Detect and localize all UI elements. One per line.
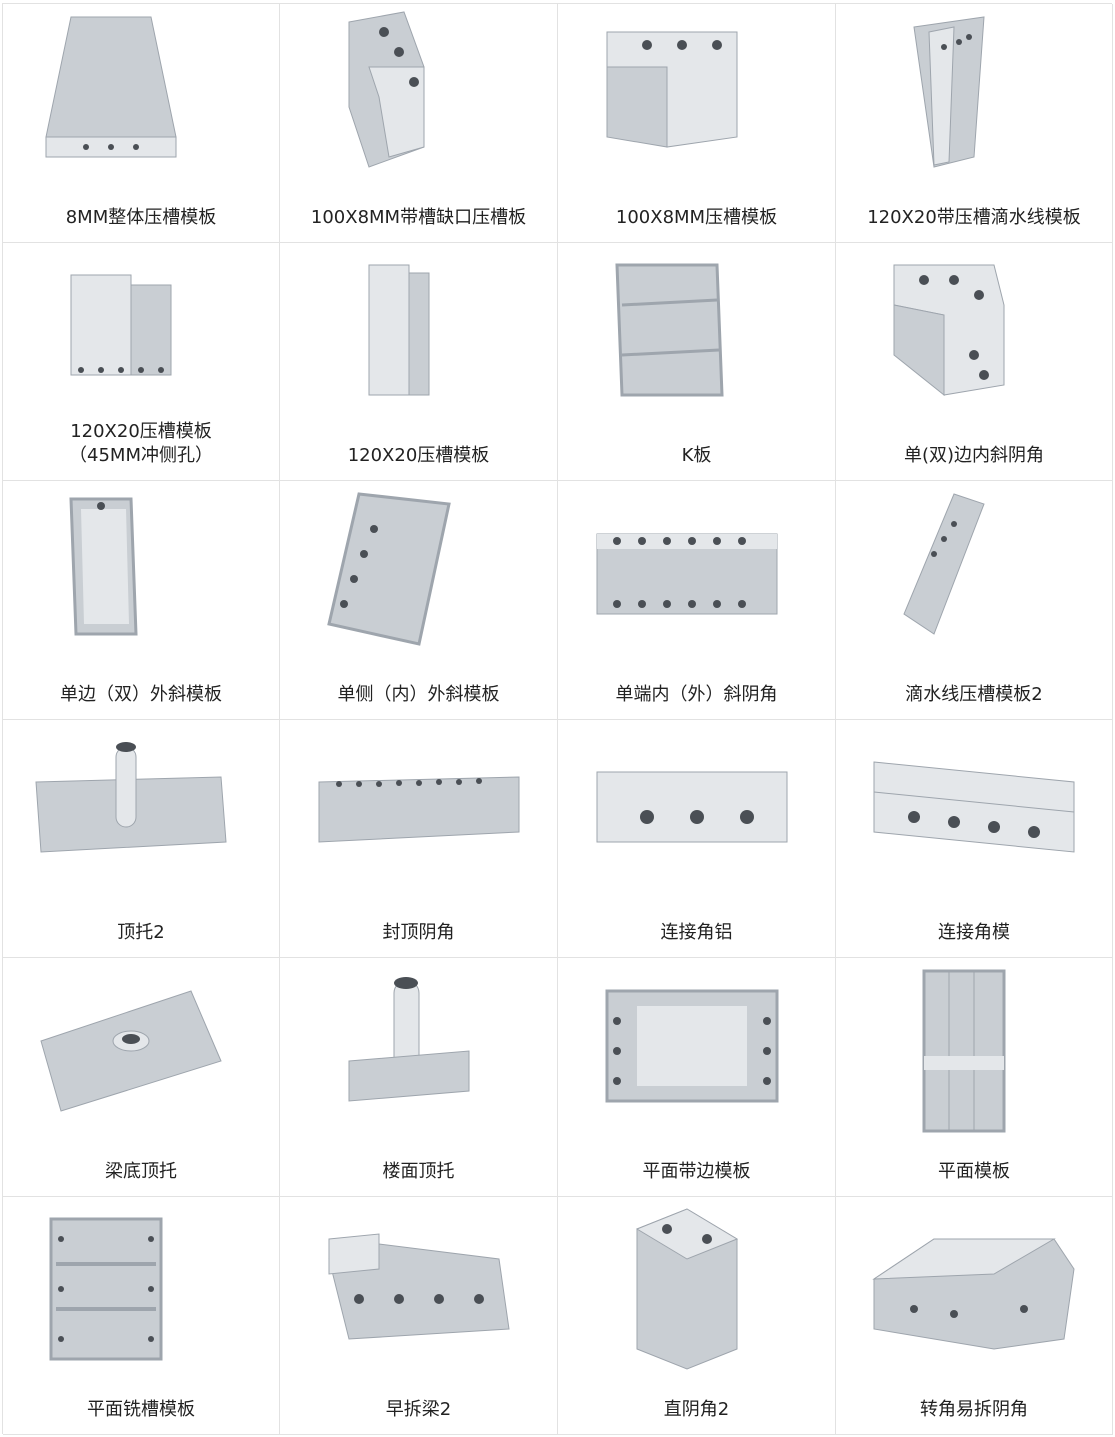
product-card[interactable]: 120X20压槽模板 <box>280 242 558 481</box>
product-name: 平面带边模板 <box>642 1160 751 1182</box>
product-image <box>3 958 279 1138</box>
product-card[interactable]: 连接角模 <box>836 719 1113 958</box>
product-card[interactable]: 梁底顶托 <box>3 958 280 1197</box>
product-card[interactable]: 120X20带压槽滴水线模板 <box>836 4 1113 243</box>
product-card[interactable]: 直阴角2 <box>558 1196 836 1435</box>
product-card[interactable]: 单(双)边内斜阴角 <box>836 242 1113 481</box>
product-image <box>836 4 1112 184</box>
product-image <box>836 958 1112 1138</box>
product-name: 直阴角2 <box>663 1399 730 1420</box>
product-name: 梁底顶托 <box>105 1160 177 1182</box>
product-name: 100X8MM带槽缺口压槽板 <box>310 206 527 228</box>
product-image <box>3 4 279 184</box>
product-name: 封顶阴角 <box>382 922 455 943</box>
product-card[interactable]: 8MM整体压槽模板 <box>3 4 280 243</box>
product-card[interactable]: 单边（双）外斜模板 <box>3 481 280 720</box>
product-card[interactable]: 单侧（内）外斜模板 <box>280 481 558 720</box>
product-card[interactable]: 100X8MM带槽缺口压槽板 <box>280 4 558 243</box>
product-image <box>836 720 1112 900</box>
product-card[interactable]: 连接角铝 <box>558 719 836 958</box>
product-name: 平面模板 <box>938 1160 1010 1182</box>
product-image <box>558 481 835 661</box>
product-card[interactable]: 滴水线压槽模板2 <box>836 481 1113 720</box>
product-name: 100X8MM压槽模板 <box>615 206 778 228</box>
product-image <box>3 243 279 423</box>
product-image <box>836 481 1112 661</box>
product-name: 120X20带压槽滴水线模板 <box>867 206 1081 228</box>
product-card[interactable]: K板 <box>558 242 836 481</box>
product-image <box>3 481 279 661</box>
product-name: 连接角铝 <box>660 922 733 943</box>
product-card[interactable]: 转角易拆阴角 <box>836 1196 1113 1435</box>
product-grid: 8MM整体压槽模板 100X8MM带槽缺口压槽板 100X8MM压槽模板 120… <box>2 3 1113 1435</box>
product-image <box>280 720 557 900</box>
product-card[interactable]: 100X8MM压槽模板 <box>558 4 836 243</box>
product-name: 单侧（内）外斜模板 <box>337 683 500 705</box>
product-card[interactable]: 封顶阴角 <box>280 719 558 958</box>
product-image <box>558 4 835 184</box>
product-image <box>558 958 835 1138</box>
product-image <box>280 1197 557 1377</box>
product-image <box>558 1197 835 1377</box>
product-image <box>836 1197 1112 1377</box>
product-name: 单边（双）外斜模板 <box>60 683 222 705</box>
product-name: 120X20压槽模板 <box>347 445 490 466</box>
product-card[interactable]: 120X20压槽模板 （45MM冲侧孔） <box>3 242 280 481</box>
product-image <box>280 243 557 423</box>
product-image <box>3 1197 279 1377</box>
product-card[interactable]: 楼面顶托 <box>280 958 558 1197</box>
product-name: 顶托2 <box>117 922 165 943</box>
product-name: 滴水线压槽模板2 <box>905 683 1043 705</box>
product-card[interactable]: 单端内（外）斜阴角 <box>558 481 836 720</box>
product-name: 连接角模 <box>938 922 1010 943</box>
product-image <box>3 720 279 900</box>
product-image <box>280 958 557 1138</box>
product-image <box>558 720 835 900</box>
product-name: 转角易拆阴角 <box>920 1399 1028 1420</box>
product-card[interactable]: 顶托2 <box>3 719 280 958</box>
product-card[interactable]: 平面模板 <box>836 958 1113 1197</box>
product-name: 早拆梁2 <box>385 1399 452 1420</box>
product-name: K板 <box>681 445 712 466</box>
product-name: 楼面顶托 <box>382 1160 455 1182</box>
product-name: 单端内（外）斜阴角 <box>615 683 778 705</box>
product-name: 8MM整体压槽模板 <box>65 206 217 228</box>
product-card[interactable]: 平面铣槽模板 <box>3 1196 280 1435</box>
product-name: 平面铣槽模板 <box>87 1399 195 1420</box>
product-name: 单(双)边内斜阴角 <box>903 445 1045 466</box>
product-image <box>280 4 557 184</box>
product-image <box>836 243 1112 423</box>
product-image <box>280 481 557 661</box>
product-image <box>558 243 835 423</box>
product-name: 120X20压槽模板 （45MM冲侧孔） <box>69 421 213 466</box>
product-card[interactable]: 平面带边模板 <box>558 958 836 1197</box>
product-card[interactable]: 早拆梁2 <box>280 1196 558 1435</box>
